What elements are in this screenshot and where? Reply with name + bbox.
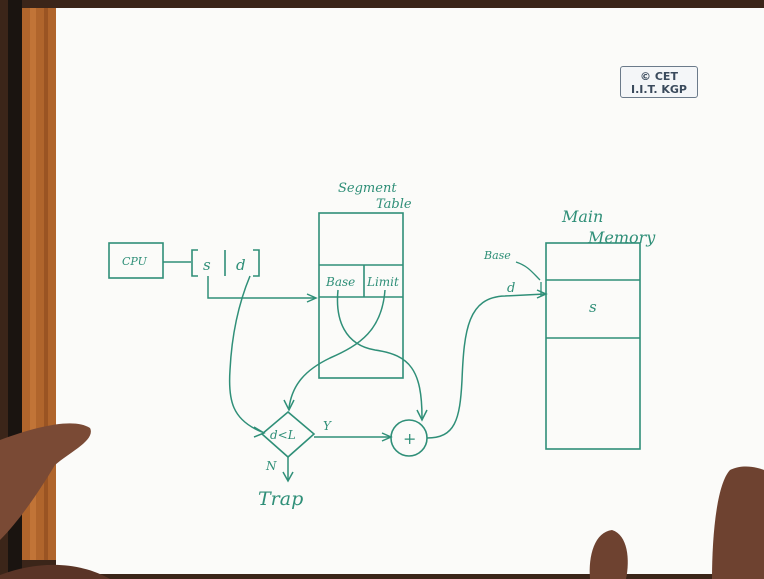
- address-field-d: d: [236, 256, 246, 274]
- memory-offset-label: d: [507, 281, 515, 296]
- address-field-s: s: [203, 256, 211, 274]
- comparator-no: N: [265, 459, 277, 473]
- watermark-line1: © CET: [621, 70, 697, 83]
- watermark-line2: I.I.T. KGP: [621, 83, 697, 96]
- segment-entry-base: Base: [325, 275, 355, 289]
- main-memory-title-line1: Main: [561, 207, 603, 226]
- comparator-label: d<L: [270, 428, 296, 442]
- comparator-yes: Y: [323, 419, 332, 433]
- memory-segment-label: s: [589, 298, 597, 316]
- main-memory-title-line2: Memory: [587, 228, 656, 247]
- segment-table-title-line1: Segment: [338, 181, 397, 196]
- cet-iit-kgp-watermark: © CET I.I.T. KGP: [620, 66, 698, 98]
- cpu-label: CPU: [122, 255, 148, 268]
- trap-label: Trap: [258, 488, 303, 510]
- adder-label: +: [403, 429, 416, 448]
- memory-base-label: Base: [483, 249, 511, 262]
- segment-entry-limit: Limit: [366, 275, 399, 289]
- segment-table-title-line2: Table: [376, 197, 412, 212]
